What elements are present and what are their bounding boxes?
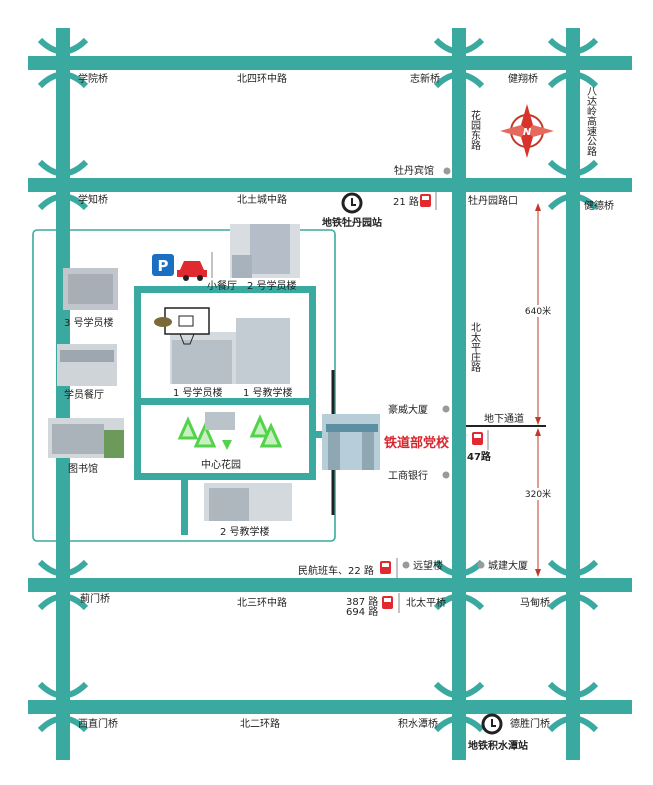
bus-route-21: 21 路 (393, 195, 419, 208)
basketball-hoop-icon (154, 307, 210, 345)
bridge-jimen: 蓟门桥 (80, 592, 110, 605)
road-north2 (28, 700, 632, 714)
svg-text:P: P (158, 257, 169, 275)
bridge-jiande: 健德桥 (584, 199, 614, 212)
garden-trees-icon (177, 412, 283, 450)
distance-label-north: 640米 (525, 305, 551, 317)
landmark-mudanyuan-intersection: 牡丹园路口 (468, 194, 518, 207)
bus-icon (472, 432, 483, 445)
landmark-dot-icon (443, 167, 451, 175)
landmark-chengjian: 城建大厦 (488, 559, 528, 572)
road-network (28, 28, 632, 760)
road-west-ring (56, 28, 70, 760)
road-label-north3: 北三环中路 (237, 596, 287, 609)
road-label-huayuan-east: 花园东路 (469, 109, 481, 151)
bus-route-387: 387 路 (346, 595, 378, 608)
campus-boundary (32, 229, 336, 542)
bridge-jianxiang: 健翔桥 (508, 72, 538, 85)
landmark-dot-icon (442, 405, 450, 413)
bridge-zhixin: 志新桥 (410, 72, 440, 85)
road-label-north2: 北二环路 (240, 717, 280, 730)
distance-label-south: 320米 (525, 488, 551, 500)
bus-icon (420, 194, 431, 207)
bus-civil-aviation: 民航班车、22 路 (298, 564, 374, 577)
road-label-north-tucheng: 北土城中路 (237, 193, 287, 206)
road-north3 (28, 578, 632, 592)
subway-icon (481, 713, 503, 735)
building-dorm1-teach1-image (170, 318, 290, 384)
landmark-dot-icon (402, 561, 410, 569)
building-teach2-image (204, 483, 292, 521)
campus-name-label: 铁道部党校 (383, 435, 450, 451)
parking-icon: P (152, 254, 174, 276)
road-badaling (566, 28, 580, 760)
bus-icon (380, 561, 391, 574)
bus-route-47: 47路 (467, 450, 492, 463)
campus-internal-roads (134, 286, 329, 535)
main-gate-image (322, 414, 380, 470)
bus-icon (382, 596, 393, 609)
underpass-label: 地下通道 (484, 412, 524, 425)
landmark-yuanwang: 远望楼 (413, 559, 443, 572)
building-dorm2-image (230, 224, 300, 278)
landmark-icbc: 工商银行 (388, 469, 428, 482)
car-icon (177, 261, 207, 281)
building-library-image (48, 418, 124, 458)
distance-marker-south (535, 428, 541, 577)
bridge-xizhimen: 西直门桥 (78, 717, 118, 730)
label-small-canteen: 小餐厅 (207, 279, 237, 292)
subway-jishuitan-label: 地铁积水潭站 (468, 739, 528, 752)
road-north4 (28, 56, 632, 70)
subway-icon (341, 192, 363, 214)
bridge-beitaiping: 北太平桥 (406, 596, 446, 609)
bridge-xuezhi: 学知桥 (78, 193, 108, 206)
road-label-north4: 北四环中路 (237, 72, 287, 85)
landmark-haowei: 豪威大厦 (388, 403, 428, 416)
landmark-mudan-hotel: 牡丹宾馆 (394, 164, 434, 177)
bridge-jishuitan: 积水潭桥 (398, 718, 438, 730)
landmark-dot-icon (477, 561, 485, 569)
label-garden: 中心花园 (201, 458, 241, 471)
bridge-deshengmen: 德胜门桥 (510, 717, 550, 730)
label-teach2: 2 号教学楼 (220, 525, 270, 538)
interchange-ramps (37, 37, 599, 733)
compass-icon: N (500, 104, 554, 158)
building-dorm3-image (63, 268, 118, 310)
label-dorm2: 2 号学员楼 (247, 279, 297, 292)
label-dorm3: 3 号学员楼 (64, 316, 114, 329)
road-label-badaling: 八达岭高速公路 (585, 86, 597, 157)
bridge-madian: 马甸桥 (520, 596, 550, 609)
subway-mudanyuan-label: 地铁牡丹园站 (322, 216, 382, 229)
road-north-tucheng (28, 178, 632, 192)
label-library: 图书馆 (68, 462, 98, 475)
road-huayuan-east (452, 28, 466, 760)
bus-route-694: 694 路 (346, 605, 378, 618)
bridge-xueyuan: 学院桥 (78, 72, 108, 85)
landmark-dot-icon (442, 471, 450, 479)
label-dorm1: 1 号学员楼 (173, 386, 223, 399)
label-teach1: 1 号教学楼 (243, 386, 293, 399)
label-canteen: 学员餐厅 (64, 388, 104, 401)
building-canteen-image (57, 344, 117, 386)
road-label-beitaiping: 北太平庄路 (469, 322, 481, 373)
compass-letter: N (523, 127, 532, 138)
